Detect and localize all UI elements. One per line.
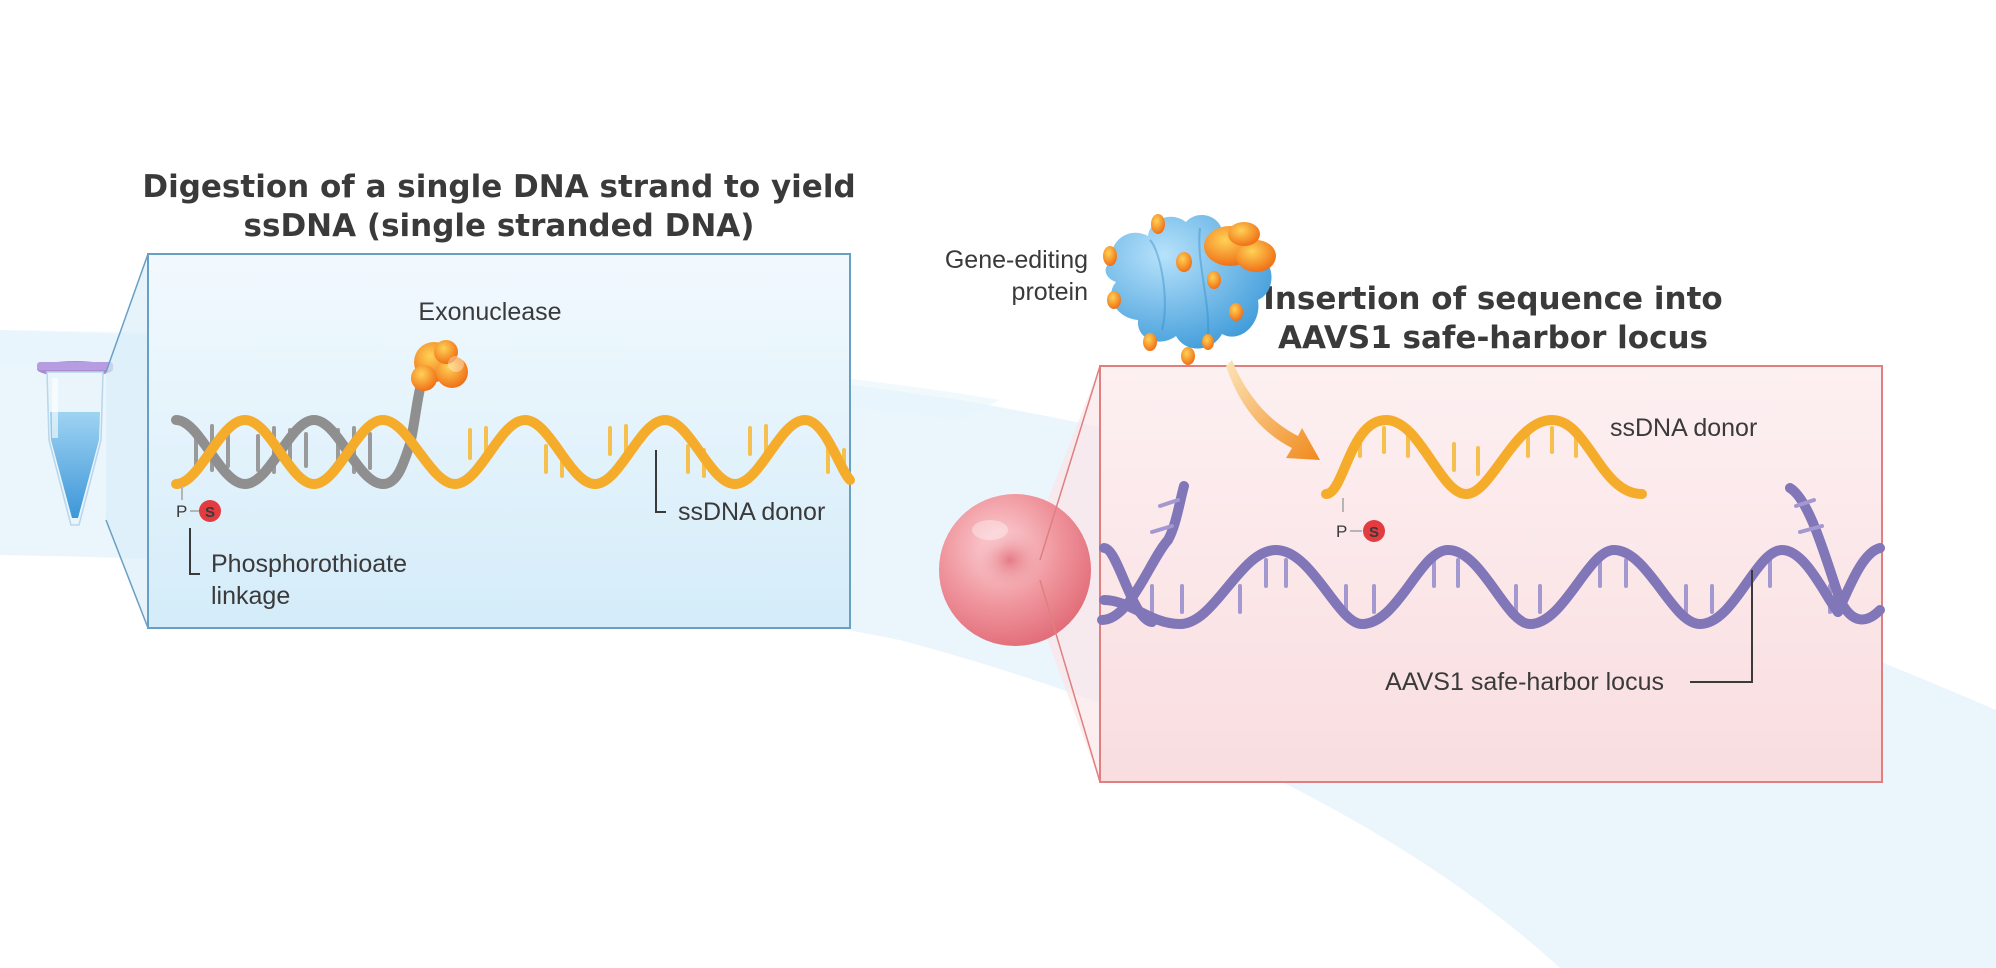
locus-dna-strand: [1099, 544, 1843, 630]
right-sulfur-badge: [1363, 520, 1385, 542]
linkage-leader-line: [189, 528, 200, 575]
left-donor-label: ssDNA donor: [678, 498, 825, 526]
right-panel-title-line2: AAVS1 safe-harbor locus: [1278, 320, 1708, 356]
ssdna-strand: [171, 414, 855, 490]
linkage-label-line1: Phosphorothioate: [211, 550, 407, 578]
locus-label: AAVS1 safe-harbor locus: [1385, 668, 1664, 696]
right-donor-label: ssDNA donor: [1610, 414, 1757, 442]
left-panel: Digestion of a single DNA strand to yiel…: [142, 169, 856, 629]
right-phosphate-glyph: P: [1336, 522, 1347, 541]
left-panel-title-line2: ssDNA (single stranded DNA): [244, 208, 755, 244]
insertion-arrow: [1226, 360, 1320, 460]
exonuclease-label: Exonuclease: [418, 298, 561, 326]
sulfur-glyph: S: [205, 504, 215, 521]
right-ssdna-strand: [1321, 414, 1647, 500]
locus-leader-line: [1690, 570, 1753, 683]
linkage-label-line2: linkage: [211, 582, 290, 610]
zoom-projection: [106, 254, 148, 628]
phosphate-glyph: P: [176, 502, 187, 521]
right-panel-title-line1: Insertion of sequence into: [1263, 281, 1722, 317]
left-panel-title-line1: Digestion of a single DNA strand to yiel…: [142, 169, 855, 205]
right-sulfur-glyph: S: [1369, 524, 1379, 541]
protein-label-line2: protein: [1012, 278, 1088, 306]
sulfur-badge: [199, 500, 221, 522]
protein-label-line1: Gene-editing: [945, 246, 1088, 274]
cell: [939, 494, 1091, 646]
exonuclease-enzyme: [411, 340, 468, 391]
gene-editing-protein: [1103, 214, 1276, 365]
locus-rungs: [1150, 558, 1832, 614]
right-panel-box: [1099, 365, 1883, 783]
microcentrifuge-tube: [37, 361, 113, 526]
donor-leader-line: [655, 450, 666, 513]
right-panel: Insertion of sequence into AAVS1 safe-ha…: [1097, 281, 1885, 783]
